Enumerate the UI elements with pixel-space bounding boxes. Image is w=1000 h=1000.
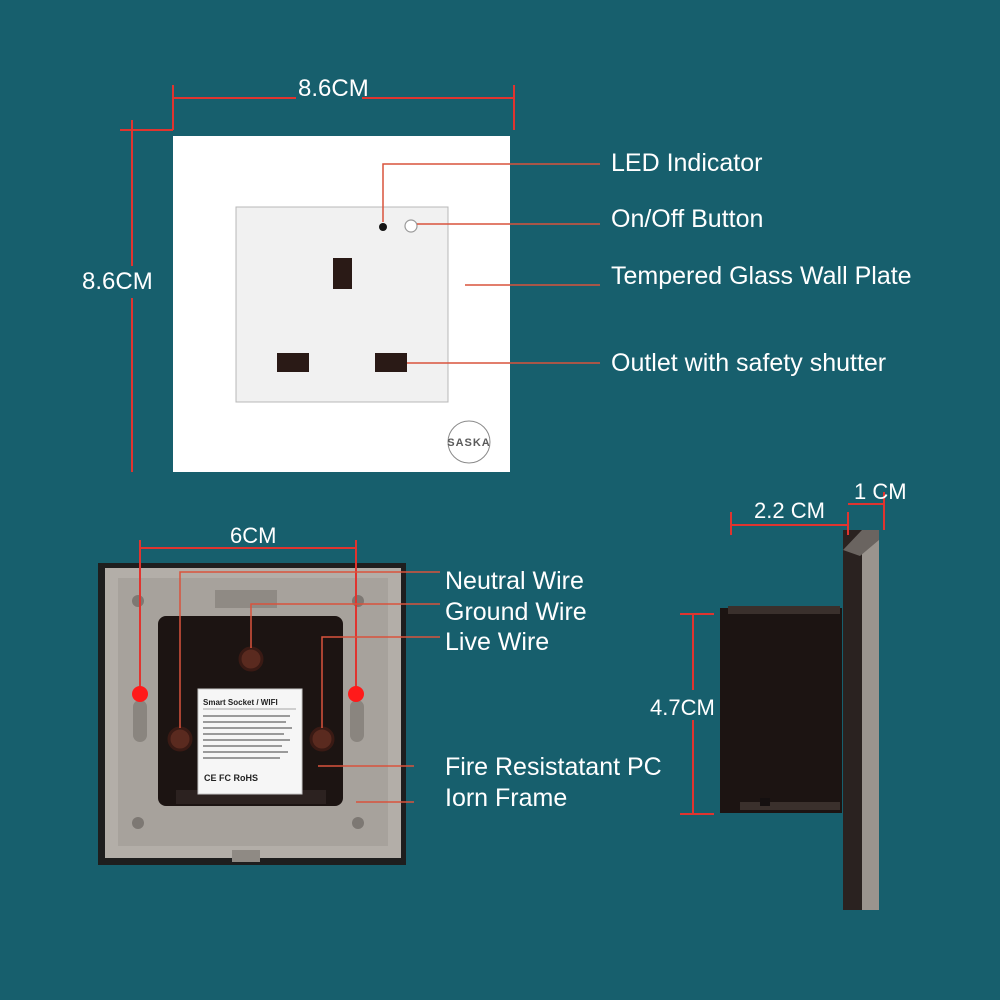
- back-width-label: 6CM: [230, 523, 277, 548]
- earth-pin-slot: [333, 258, 352, 289]
- frame-bottom-tab: [232, 850, 260, 862]
- neutral-pin-slot: [375, 353, 407, 372]
- live-terminal: [309, 726, 335, 752]
- front-width-label: 8.6CM: [298, 75, 369, 102]
- on-off-button-icon: [404, 219, 418, 233]
- side-plate-top-bevel: [843, 530, 879, 556]
- back-view: Smart Socket / WIFI CE FC RoHS: [98, 540, 440, 865]
- frame-side-slot: [350, 700, 364, 742]
- dimension-endpoint-dot: [348, 686, 364, 702]
- outlet-callout: Outlet with safety shutter: [611, 349, 887, 377]
- front-height-label: 8.6CM: [82, 268, 153, 295]
- brand-logo: SASKA: [447, 420, 491, 464]
- neutral-leader: [179, 571, 440, 728]
- side-height-dimension: [680, 613, 714, 815]
- live-wire-callout: Live Wire: [445, 628, 550, 656]
- side-view: [680, 492, 885, 910]
- fire-resistant-pc-callout: Fire Resistatant PC: [445, 753, 662, 781]
- side-housing-ridge-bottom: [740, 802, 840, 810]
- side-depth-label: 2.2 CM: [754, 498, 825, 523]
- side-housing-notch: [760, 798, 770, 806]
- svg-text:SASKA: SASKA: [447, 437, 491, 449]
- led-indicator-callout: LED Indicator: [611, 149, 763, 177]
- ground-leader: [250, 603, 440, 648]
- neutral-terminal: [167, 726, 193, 752]
- frame-top-tab: [215, 590, 277, 608]
- side-glass-edge: [862, 530, 879, 910]
- live-pin-slot: [277, 353, 309, 372]
- glass-plate-callout: Tempered Glass Wall Plate: [611, 262, 912, 290]
- dimension-endpoint-dot: [132, 686, 148, 702]
- back-width-dimension: [139, 540, 357, 690]
- front-view: SASKA: [120, 85, 600, 472]
- front-leader-lines: [382, 163, 600, 364]
- svg-text:Smart Socket / WIFI: Smart Socket / WIFI: [203, 698, 278, 707]
- product-info-label: Smart Socket / WIFI CE FC RoHS: [197, 688, 303, 795]
- led-leader: [382, 163, 600, 222]
- front-height-dimension: [120, 120, 173, 472]
- on-off-button-callout: On/Off Button: [611, 205, 764, 233]
- side-height-label: 4.7CM: [650, 695, 715, 720]
- side-rear-housing: [720, 608, 842, 813]
- side-plate-thickness-label: 1 CM: [854, 479, 907, 504]
- side-housing-ridge-top: [728, 606, 840, 614]
- led-indicator-dot: [379, 223, 387, 231]
- side-depth-dimension: [730, 492, 885, 535]
- frame-mounting-hole: [132, 817, 144, 829]
- frame-mounting-hole: [132, 595, 144, 607]
- live-leader: [321, 636, 440, 728]
- front-width-dimension: [172, 85, 515, 130]
- frame-side-slot: [133, 700, 147, 742]
- socket-insert-panel: [235, 206, 449, 403]
- back-leader-lines: [179, 571, 440, 803]
- svg-text:CE FC RoHS: CE FC RoHS: [204, 773, 258, 783]
- frame-mounting-hole: [352, 595, 364, 607]
- neutral-wire-callout: Neutral Wire: [445, 567, 584, 595]
- iron-frame-callout: Iorn Frame: [445, 784, 568, 812]
- ground-wire-callout: Ground Wire: [445, 598, 587, 626]
- frame-mounting-hole: [352, 817, 364, 829]
- ground-terminal: [238, 646, 264, 672]
